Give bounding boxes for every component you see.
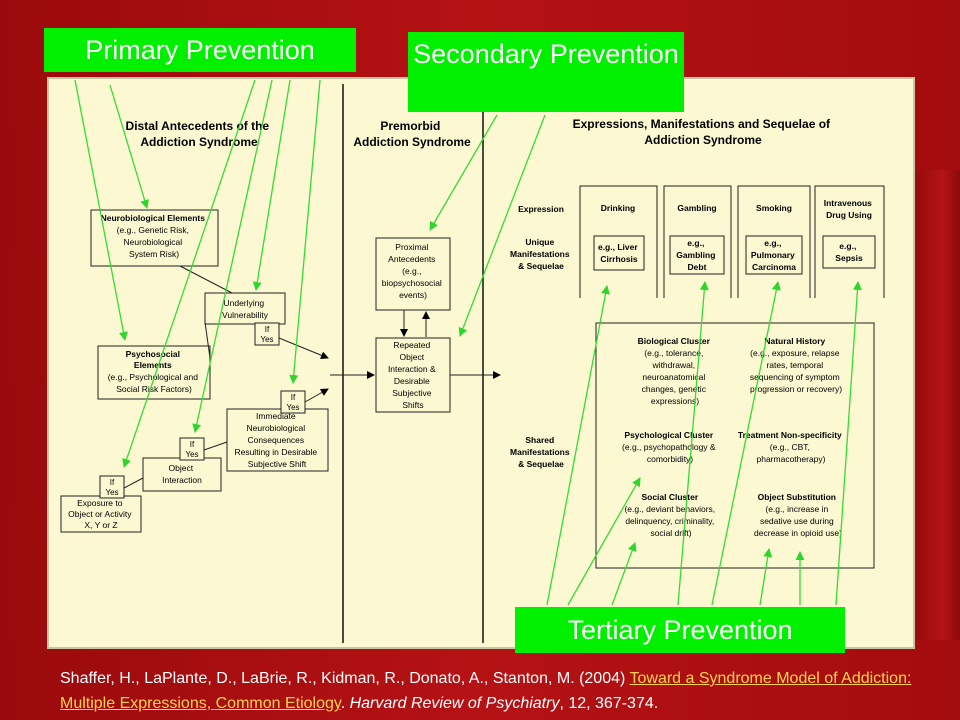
connector-line <box>203 441 228 451</box>
svg-text:Psychosocial Elements: Psychosocial Elements (e.g., Psychologic… <box>108 349 201 394</box>
citation-caption: Shaffer, H., LaPlante, D., LaBrie, R., K… <box>60 666 940 716</box>
secondary-prevention-label: Secondary Prevention <box>408 32 684 112</box>
citation-journal: Harvard Review of Psychiatry <box>349 695 560 712</box>
citation-volume: , 12, 367-374. <box>559 695 659 712</box>
svg-text:Object Substitution (e.g: Object Substitution (e.g., increase in s… <box>754 492 842 538</box>
svg-text:Treatment Non-specificity: Treatment Non-specificity (e.g., CBT, ph… <box>738 430 844 464</box>
cluster-psychological: Psychological Cluster (e.g., psychopatho… <box>622 430 718 464</box>
svg-text:Object Interaction: Object Interaction <box>162 463 202 485</box>
expression-column-gambling: Gambling e.g., Gambling Debt <box>663 185 732 298</box>
svg-text:Psychological Cluster (e: Psychological Cluster (e.g., psychopatho… <box>622 430 718 464</box>
row-label-expression: Expression <box>518 204 564 214</box>
underlying-vulnerability-box: Underlying Vulnerability <box>204 292 286 325</box>
svg-text:Gambling: Gambling <box>677 203 716 213</box>
svg-text:Exposure to Object or Ac: Exposure to Object or Activity X, Y or Z <box>68 498 134 530</box>
svg-text:Underlying Vulnerability: Underlying Vulnerability <box>222 298 269 320</box>
svg-text:Social Cluster (e.g., de: Social Cluster (e.g., deviant behaviors,… <box>624 492 717 538</box>
svg-text:e.g., Gambling Deb: e.g., Gambling Debt <box>676 238 718 272</box>
connector-arrow <box>304 388 329 403</box>
svg-text:e.g., Pulmonary Ca: e.g., Pulmonary Carcinoma <box>751 238 797 272</box>
tertiary-prevention-label: Tertiary Prevention <box>515 607 845 653</box>
citation-authors: Shaffer, H., LaPlante, D., LaBrie, R., K… <box>60 670 630 687</box>
proximal-antecedents-box: Proximal Antecedents (e.g., biopsychosoc… <box>375 237 451 311</box>
svg-text:Immediate Neurobiologica: Immediate Neurobiological Consequences R… <box>234 411 319 469</box>
primary-prevention-arrows <box>74 79 321 468</box>
secondary-prevention-arrows <box>429 114 546 337</box>
cluster-natural-history: Natural History (e.g., exposure, relapse… <box>750 336 842 394</box>
connector-line <box>204 321 211 359</box>
svg-text:Repeated Object In: Repeated Object Interaction & Desirable … <box>388 340 438 410</box>
shared-clusters-box <box>595 322 875 569</box>
svg-text:e.g., Sepsis: e.g., Sepsis <box>835 241 863 263</box>
connector-line <box>123 477 144 489</box>
premorbid-heading: Premorbid Addiction Syndrome <box>353 119 471 149</box>
immediate-consequences-box: Immediate Neurobiological Consequences R… <box>226 408 329 472</box>
svg-text:Biological Cluster (e.g.: Biological Cluster (e.g., tolerance, wit… <box>638 336 713 406</box>
svg-text:Proximal Antecedents: Proximal Antecedents (e.g., biopsychosoc… <box>382 242 444 300</box>
svg-text:Smoking: Smoking <box>756 203 792 213</box>
primary-prevention-label: Primary Prevention <box>44 28 356 72</box>
cluster-social: Social Cluster (e.g., deviant behaviors,… <box>624 492 717 538</box>
row-label-unique: Unique Manifestations & Sequelae <box>510 237 572 271</box>
cluster-biological: Biological Cluster (e.g., tolerance, wit… <box>638 336 713 406</box>
svg-text:Neurobiological Elements: Neurobiological Elements (e.g., Genetic … <box>101 213 208 259</box>
cluster-object-substitution: Object Substitution (e.g., increase in s… <box>754 492 842 538</box>
citation-separator: . <box>340 695 350 712</box>
connector-arrow <box>278 337 329 360</box>
background-chair-decoration <box>916 170 960 640</box>
row-label-shared: Shared Manifestations & Sequelae <box>510 435 572 469</box>
neurobiological-elements-box: Neurobiological Elements (e.g., Genetic … <box>90 209 219 267</box>
exposure-box: Exposure to Object or Activity X, Y or Z <box>60 495 142 533</box>
psychosocial-elements-box: Psychosocial Elements (e.g., Psychologic… <box>97 345 211 400</box>
distal-heading: Distal Antecedents of the Addiction Synd… <box>126 119 273 149</box>
expressions-heading: Expressions, Manifestations and Sequelae… <box>573 117 834 147</box>
svg-text:Drinking: Drinking <box>601 203 635 213</box>
svg-text:Intravenous Drug Using: Intravenous Drug Using <box>824 198 875 220</box>
citation-link[interactable]: Toward a Syndrome Model of Addiction: Mu… <box>60 670 912 712</box>
svg-text:Natural History (e.g., e: Natural History (e.g., exposure, relapse… <box>750 336 842 394</box>
object-interaction-box: Object Interaction <box>142 457 222 492</box>
cluster-treatment: Treatment Non-specificity (e.g., CBT, ph… <box>738 430 844 464</box>
expression-column-intravenous: Intravenous Drug Using e.g., Sepsis <box>814 185 885 298</box>
connector-line <box>179 265 233 294</box>
svg-text:e.g., Liver Cirrhosis: e.g., Liver Cirrhosis <box>598 242 640 264</box>
expression-column-drinking: Drinking e.g., Liver Cirrhosis <box>579 185 658 298</box>
expression-column-smoking: Smoking e.g., Pulmonary Carcinoma <box>737 185 811 298</box>
tertiary-prevention-arrows <box>546 281 862 606</box>
repeated-interaction-box: Repeated Object Interaction & Desirable … <box>375 337 451 413</box>
